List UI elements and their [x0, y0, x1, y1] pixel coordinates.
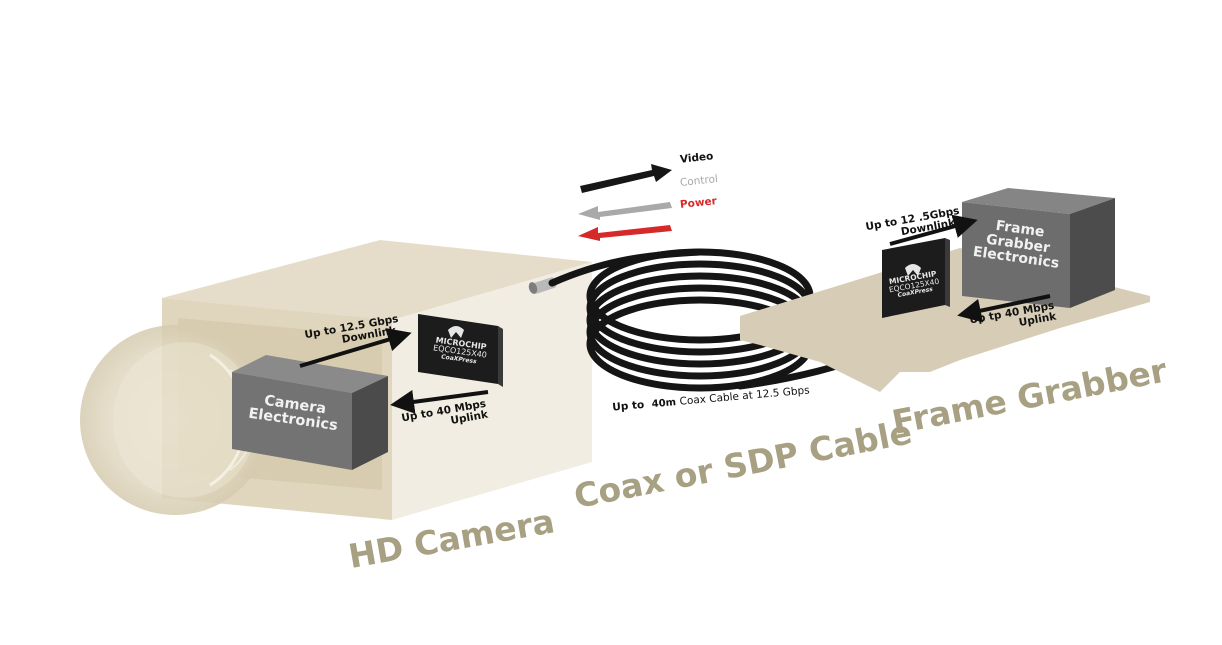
- cable-caption-prefix: Up to: [611, 398, 645, 414]
- fg-downlink-arrow: [889, 214, 978, 246]
- camera-lens: [80, 325, 270, 515]
- legend-arrows: [578, 164, 672, 241]
- camera-downlink-arrow: [299, 328, 412, 368]
- camera-electronics-block: [232, 355, 388, 470]
- camera-uplink-arrow: [390, 389, 489, 414]
- frame-grabber-chip: [882, 238, 950, 318]
- hd-camera: [80, 240, 592, 520]
- cable-caption-length: 40m: [651, 397, 677, 411]
- frame-grabber-electronics-block: [962, 188, 1115, 308]
- camera-chip: [418, 314, 503, 387]
- fg-uplink-arrow: [957, 294, 1051, 323]
